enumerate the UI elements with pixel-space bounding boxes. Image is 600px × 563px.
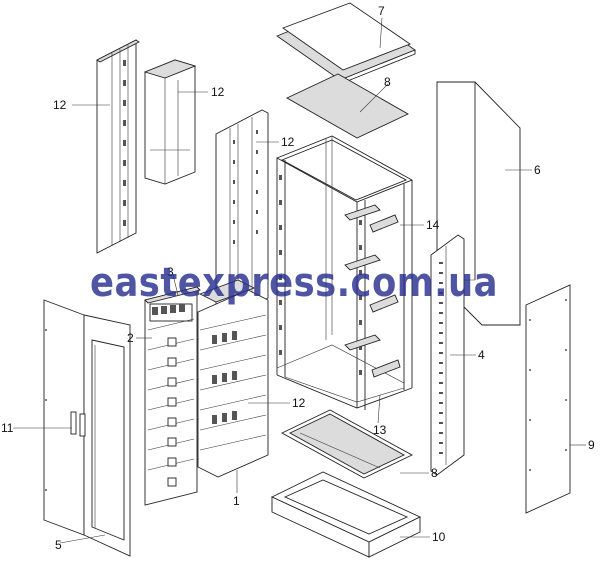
top-plate bbox=[286, 73, 409, 139]
callout-labels: 7 8 6 12 12 12 14 3 2 4 11 12 13 9 8 1 5… bbox=[1, 4, 595, 552]
watermark-text: eastexpress.com.ua bbox=[90, 260, 498, 306]
side-panel-right bbox=[525, 284, 571, 514]
callout-13: 13 bbox=[373, 423, 387, 437]
callout-6: 6 bbox=[534, 163, 541, 177]
callout-3: 3 bbox=[167, 265, 174, 279]
bottom-tray bbox=[281, 409, 413, 479]
plinth bbox=[270, 471, 422, 558]
callout-8: 8 bbox=[384, 75, 391, 89]
callout-5: 5 bbox=[55, 538, 62, 552]
callout-14: 14 bbox=[426, 218, 440, 232]
callout-12: 12 bbox=[211, 85, 225, 99]
callout-2: 2 bbox=[127, 331, 134, 345]
front-door bbox=[43, 299, 131, 557]
callout-4: 4 bbox=[478, 348, 485, 362]
front-cover-panel bbox=[144, 286, 201, 506]
callout-12: 12 bbox=[281, 135, 295, 149]
perforated-strip bbox=[430, 234, 465, 476]
side-panel-left bbox=[96, 39, 140, 254]
u-channel-plate bbox=[143, 59, 197, 185]
callout-9: 9 bbox=[588, 438, 595, 452]
callout-11: 11 bbox=[1, 421, 14, 435]
callout-10: 10 bbox=[432, 530, 446, 544]
callout-12: 12 bbox=[53, 98, 67, 112]
callout-1: 1 bbox=[233, 494, 240, 508]
mounting-chassis bbox=[197, 279, 269, 478]
callout-7: 7 bbox=[378, 4, 385, 18]
callout-8: 8 bbox=[431, 466, 438, 480]
leader-lines bbox=[13, 17, 586, 544]
cabinet-frame bbox=[275, 135, 414, 410]
roof-panel bbox=[276, 2, 416, 85]
callout-12: 12 bbox=[292, 396, 306, 410]
